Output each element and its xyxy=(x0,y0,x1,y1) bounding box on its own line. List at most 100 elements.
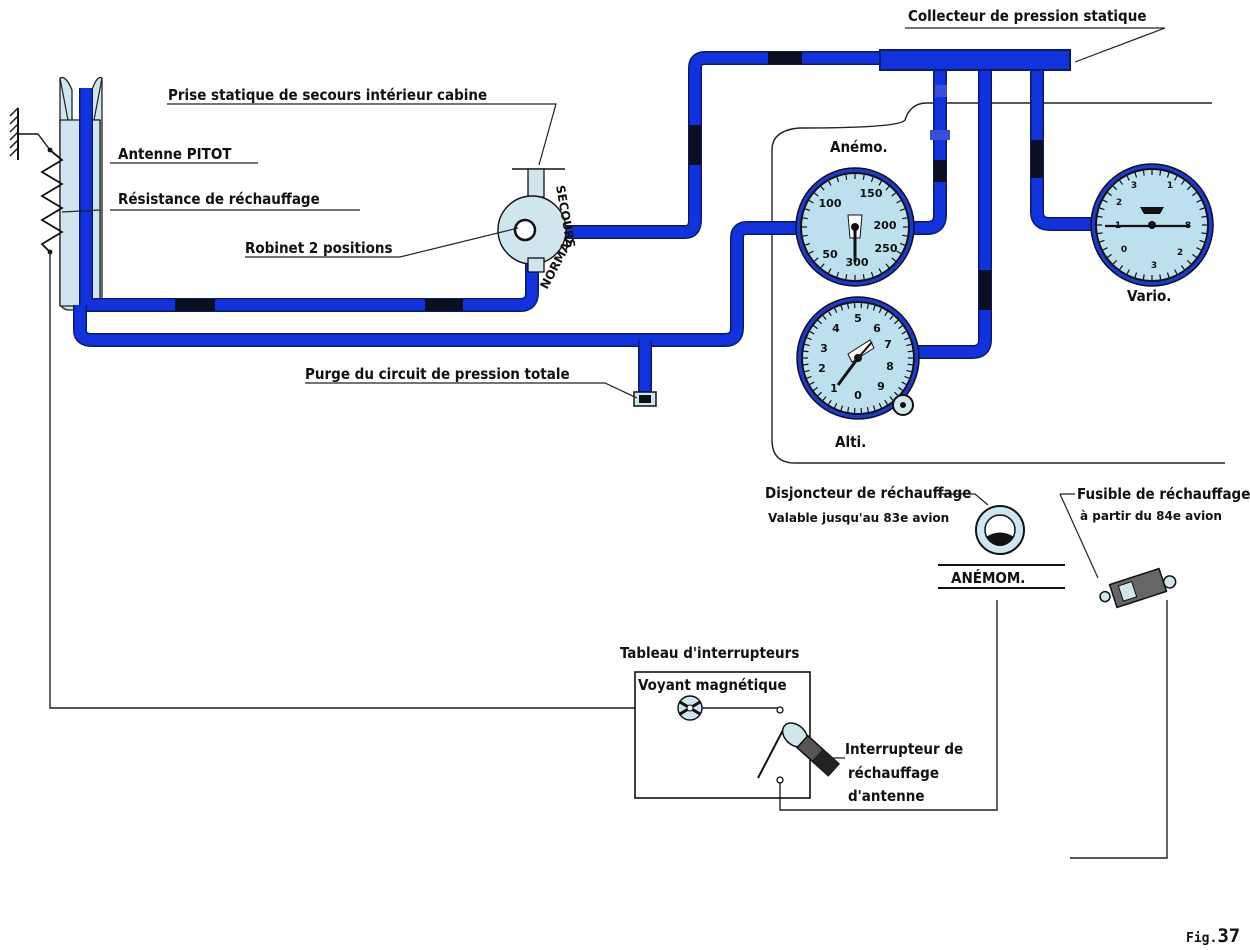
dial-tick xyxy=(1192,253,1197,258)
dial-tick xyxy=(806,337,812,341)
alti-num: 2 xyxy=(818,362,826,375)
dial-tick xyxy=(820,186,825,191)
dial-tick xyxy=(894,391,899,397)
dial-tick xyxy=(885,186,890,191)
breaker-label-line2: Valable jusqu'au 83e avion xyxy=(768,511,949,525)
alti-num: 8 xyxy=(886,360,894,373)
anemo-num: 200 xyxy=(874,219,897,232)
dial-tick xyxy=(1102,247,1108,251)
instrument-panel-outline xyxy=(771,102,1225,464)
heater-resistance-label: Résistance de réchauffage xyxy=(118,190,320,208)
altimeter: 5 6 4 7 3 8 2 9 1 0 xyxy=(796,296,920,420)
dial-tick xyxy=(1196,199,1202,203)
dial-tick xyxy=(1201,215,1207,218)
dial-tick xyxy=(885,263,890,268)
dial-tick xyxy=(870,271,874,278)
dial-tick xyxy=(1126,175,1130,181)
dial-tick xyxy=(1112,185,1118,191)
dial-tick xyxy=(878,402,882,409)
dial-tick xyxy=(847,407,850,413)
dial-tick xyxy=(845,274,848,280)
switch-panel xyxy=(634,671,841,799)
dial-tick xyxy=(1099,239,1105,243)
dial-tick xyxy=(906,369,912,373)
alti-num: 6 xyxy=(873,322,881,335)
dial-tick xyxy=(878,268,883,274)
fuse-icon xyxy=(1099,567,1177,609)
dial-tick xyxy=(803,350,809,353)
dial-tick xyxy=(828,311,832,317)
alti-num: 7 xyxy=(884,338,892,351)
dial-tick xyxy=(802,234,808,237)
dial-tick xyxy=(808,199,814,204)
vario-num: 2 xyxy=(1177,248,1183,258)
vario-num: 3 xyxy=(1131,181,1137,191)
antenna-switch-label-line3: d'antenne xyxy=(848,787,925,805)
dial-tick xyxy=(845,174,848,180)
dial-tick xyxy=(836,271,840,278)
ground-icon xyxy=(9,107,51,160)
dial-tick xyxy=(1199,207,1205,211)
dial-tick xyxy=(804,242,811,246)
dial-tick xyxy=(1174,175,1178,181)
dial-tick xyxy=(901,381,907,386)
purge-label: Purge du circuit de pression totale xyxy=(305,365,570,383)
magnetic-indicator-icon xyxy=(677,695,703,721)
dial-tick xyxy=(1142,170,1145,176)
dial-tick xyxy=(827,268,832,274)
vario-num: 2 xyxy=(1116,198,1122,208)
figure-num: 37 xyxy=(1217,925,1240,947)
dial-tick xyxy=(1192,192,1197,197)
dial-tick xyxy=(806,375,812,379)
vario-num: 1 xyxy=(1167,181,1173,191)
dial-tick xyxy=(804,369,810,373)
dial-tick xyxy=(1142,274,1145,280)
dial-tick xyxy=(1180,265,1185,270)
dial-tick xyxy=(1126,269,1130,275)
dial-tick xyxy=(1199,239,1205,243)
collector-label: Collecteur de pression statique xyxy=(908,7,1146,25)
circuit-breaker-icon xyxy=(975,505,1025,555)
dial-tick xyxy=(866,407,869,413)
dial-tick xyxy=(817,319,822,325)
anemo-num: 150 xyxy=(860,187,883,200)
dial-tick xyxy=(902,217,908,220)
dial-tick xyxy=(898,325,903,330)
magnetic-indicator-label: Voyant magnétique xyxy=(638,676,787,694)
dial-tick xyxy=(870,176,874,183)
antenna-switch-label-line2: réchauffage xyxy=(848,764,939,782)
dial-tick xyxy=(1201,232,1207,235)
dial-tick xyxy=(904,337,910,341)
breaker-label-line1: Disjoncteur de réchauffage xyxy=(765,484,971,502)
figure-number: Fig.37 xyxy=(1186,925,1240,947)
vario-label: Vario. xyxy=(1127,287,1171,305)
dial-tick xyxy=(1119,265,1124,270)
anemo-num: 50 xyxy=(822,248,838,261)
dial-tick xyxy=(813,386,818,391)
dial-tick xyxy=(878,180,883,186)
anemo-num: 100 xyxy=(819,197,842,210)
airspeed-indicator: 100 150 200 250 50 300 xyxy=(795,167,915,287)
dial-tick xyxy=(907,363,913,366)
dial-tick xyxy=(896,250,902,255)
dial-tick xyxy=(901,330,907,335)
dial-tick xyxy=(804,343,810,347)
dial-tick xyxy=(891,192,896,197)
electrical-wiring xyxy=(49,252,1168,859)
dial-tick xyxy=(822,396,827,401)
dial-tick xyxy=(840,405,844,411)
dial-tick xyxy=(1099,207,1105,211)
dial-tick xyxy=(813,325,818,330)
dial-tick xyxy=(809,381,815,386)
dial-tick xyxy=(889,315,894,320)
dial-tick xyxy=(847,303,850,309)
alti-num: 3 xyxy=(820,342,828,355)
dial-tick xyxy=(896,199,902,204)
dial-tick xyxy=(898,386,903,391)
dial-tick xyxy=(1186,259,1192,265)
alti-label: Alti. xyxy=(835,433,866,451)
dial-tick xyxy=(1159,274,1162,280)
alti-num: 5 xyxy=(854,312,862,325)
leader-lines xyxy=(61,27,1166,759)
variometer: 3 2 1 0 1 8 2 3 xyxy=(1090,163,1214,287)
